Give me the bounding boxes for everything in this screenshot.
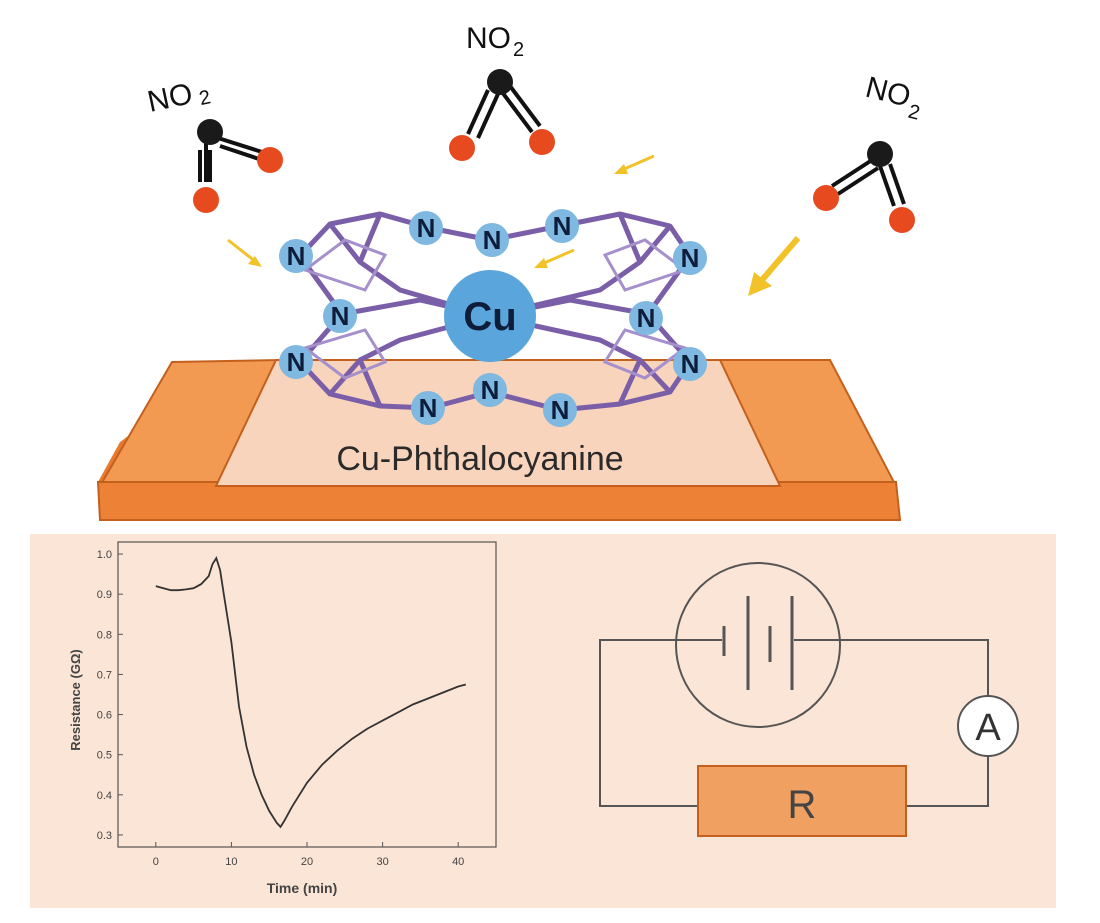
x-tick-label: 30 [376,856,388,868]
nitrogen-atom: N [673,347,707,381]
resistance-series-line [155,555,467,829]
svg-text:N: N [331,301,350,331]
molecule-bonds-light [301,238,689,380]
nitrogen-atom: N [279,345,313,379]
circuit-diagram: A R [599,562,1019,837]
svg-text:N: N [681,349,700,379]
substrate-label: Cu-Phthalocyanine [336,440,623,478]
y-tick-label: 0.8 [97,629,112,641]
nitrogen-atom: N [323,299,357,333]
y-tick-label: 0.5 [97,750,112,762]
bottom-panel [30,534,1056,908]
arrow-icon [227,238,262,267]
oxygen-atom [889,207,915,233]
resistor-icon [697,765,907,837]
cu-phthalocyanine-molecule: N N N N N N N N N N N N Cu [279,209,707,427]
nitrogen-atom: N [473,373,507,407]
arrow-icon [534,248,575,268]
nitrogen-atom-dark [197,119,223,145]
nitrogen-atom: N [545,209,579,243]
nitrogen-atom: N [475,223,509,257]
nitrogen-atom-dark [487,69,513,95]
copper-atom: Cu [444,270,536,362]
ammeter-icon [957,695,1019,757]
svg-text:N: N [419,393,438,423]
oxygen-atom [813,185,839,211]
oxygen-atom [257,147,283,173]
no2-molecule-left: NO2 [145,74,283,213]
y-axis-label: Resistance (GΩ) [68,649,83,750]
battery-circle [675,562,841,728]
svg-text:N: N [287,241,306,271]
circuit-wire [906,756,989,807]
nitrogen-atom: N [673,241,707,275]
nitrogen-atom: N [411,391,445,425]
nitrogen-atom-dark [867,141,893,167]
gas-flow-arrows [227,154,801,296]
phthalocyanine-film [214,359,782,487]
oxygen-atom [449,135,475,161]
resistance-chart: 0 10 20 30 40 0.3 0.4 0.5 0.6 0.7 0.8 0.9 1.0 Time (… [68,541,497,896]
oxygen-atom [193,187,219,213]
y-tick-label: 1.0 [97,549,112,561]
x-tick-label: 40 [452,856,464,868]
y-tick-label: 0.3 [97,830,112,842]
battery-icon [676,596,840,690]
y-tick-label: 0.6 [97,710,112,722]
svg-text:N: N [681,243,700,273]
nitrogen-atom: N [279,239,313,273]
no2-label: NO2 [860,71,926,125]
no2-molecule-right: NO2 [813,71,926,233]
x-tick-label: 20 [301,856,313,868]
nitrogen-atom: N [543,393,577,427]
y-tick-label: 0.7 [97,669,112,681]
nitrogen-atom: N [409,211,443,245]
x-axis-label: Time (min) [267,880,338,896]
substrate-base [96,481,902,521]
no2-label: NO2 [145,74,213,121]
svg-text:N: N [551,395,570,425]
x-tick-label: 10 [225,856,237,868]
arrow-icon [748,236,801,296]
svg-text:N: N [637,303,656,333]
y-tick-label: 0.9 [97,589,112,601]
nitrogen-atoms: N N N N N N N N N N N N [279,209,707,427]
y-tick-label: 0.4 [97,790,112,802]
oxygen-atom [529,129,555,155]
svg-text:N: N [287,347,306,377]
circuit-wire [840,639,989,696]
cu-label: Cu [463,295,516,339]
svg-text:N: N [481,375,500,405]
sensor-device: Cu-Phthalocyanine [96,358,902,521]
arrow-icon [614,154,655,174]
svg-text:N: N [553,211,572,241]
svg-text:N: N [417,213,436,243]
nitrogen-atom: N [629,301,663,335]
resistor-label: R [788,783,817,827]
circuit-wire [599,639,698,807]
x-tick-label: 0 [153,856,159,868]
ammeter-label: A [975,707,1001,749]
svg-text:N: N [483,225,502,255]
